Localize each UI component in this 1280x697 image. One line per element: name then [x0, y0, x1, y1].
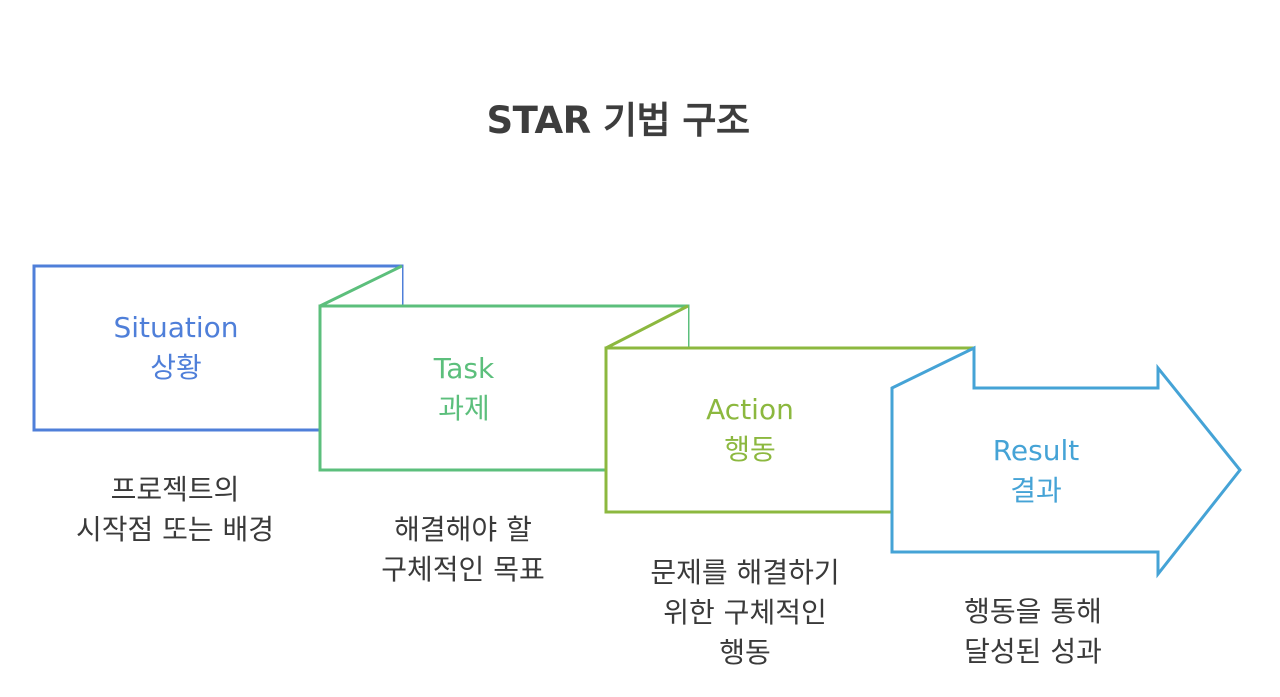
- description-line: 문제를 해결하기: [650, 556, 840, 589]
- stage-korean: 결과: [1010, 474, 1062, 507]
- task-box-fill: [320, 266, 688, 470]
- description-result: 행동을 통해 달성된 성과: [873, 592, 1193, 672]
- stage-label-result: Result 결과: [906, 431, 1166, 511]
- description-line: 구체적인 목표: [381, 553, 545, 586]
- stage-name: Action: [706, 393, 794, 426]
- action-box-fill: [606, 306, 974, 512]
- description-line: 해결해야 할: [394, 513, 532, 546]
- description-line: 시작점 또는 배경: [75, 513, 275, 546]
- stage-label-situation: Situation 상황: [46, 308, 306, 388]
- description-line: 위한 구체적인: [663, 596, 827, 629]
- description-line: 달성된 성과: [964, 635, 1102, 668]
- stage-label-task: Task 과제: [334, 349, 594, 429]
- description-line: 행동을 통해: [964, 595, 1102, 628]
- stage-name: Task: [433, 352, 495, 385]
- stage-name: Situation: [113, 311, 239, 344]
- stage-korean: 과제: [438, 392, 490, 425]
- diagram-title: STAR 기법 구조: [486, 99, 750, 142]
- result-arrow-outline: [890, 345, 1242, 579]
- stage-korean: 행동: [724, 433, 776, 466]
- description-action: 문제를 해결하기 위한 구체적인 행동: [585, 553, 905, 673]
- stage-korean: 상황: [150, 351, 202, 384]
- description-situation: 프로젝트의 시작점 또는 배경: [15, 470, 335, 550]
- result-arrow: [890, 345, 1242, 579]
- stage-name: Result: [992, 434, 1080, 467]
- stage-label-action: Action 행동: [620, 390, 880, 470]
- task-box: [318, 264, 690, 472]
- description-task: 해결해야 할 구체적인 목표: [303, 510, 623, 590]
- description-line: 프로젝트의: [110, 473, 240, 506]
- description-line: 행동: [719, 636, 771, 669]
